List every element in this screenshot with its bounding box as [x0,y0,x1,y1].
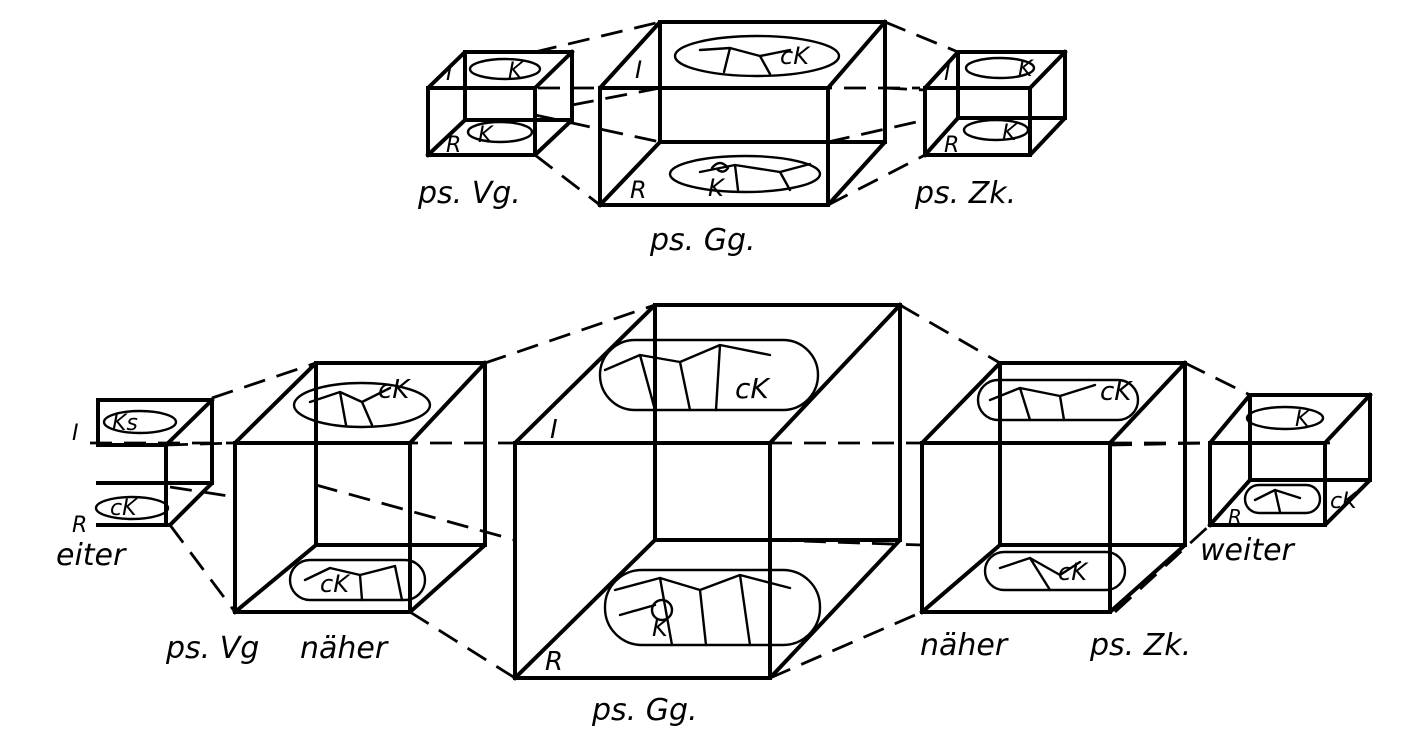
top-left-prism [425,49,575,158]
top-right-label-i: I [944,61,951,86]
bottom-near-right-lower-text: cK [1058,558,1089,586]
bottom-far-right-lower-text: cK [1330,489,1358,514]
top-right-label-r: R [944,133,959,158]
top-row: I R cK K I R K K I R K K ps. Vg. ps. Gg. [417,19,1068,258]
bottom-far-right-label-r: R [1228,505,1242,529]
bottom-connector-lines [90,303,1330,680]
bottom-center-label-r: R [545,647,563,677]
bottom-far-right-upper-text: K [1295,407,1311,432]
top-left-label-i: I [446,61,453,86]
top-right-lower-text: K [1002,121,1018,146]
bottom-center-upper-text: cK [735,372,771,405]
bottom-caption-vg: ps. Vg [165,631,259,666]
bottom-center-lower-text: K [652,614,670,642]
top-right-prism [922,49,1068,158]
bottom-far-left-label-r: R [72,513,87,538]
bottom-caption-gg: ps. Gg. [591,693,698,728]
bottom-near-left-upper-text: cK [378,375,411,405]
top-right-upper-text: K [1018,57,1034,82]
top-center-lower-text: K [708,174,726,202]
top-left-upper-text: K [508,59,524,84]
bottom-center-label-i: I [550,415,558,445]
bottom-near-left-prism [232,360,488,615]
bottom-caption-naher-left: näher [300,631,389,666]
bottom-far-left-label-i: I [72,421,79,446]
bottom-near-right-upper-text: cK [1100,377,1133,407]
top-center-label-r: R [630,176,647,204]
top-caption-vg: ps. Vg. [417,176,521,211]
top-left-label-r: R [446,133,461,158]
bottom-near-left-lower-text: cK [320,570,351,598]
bottom-far-left-prism [94,397,215,527]
bottom-caption-zk: ps. Zk. [1089,628,1191,663]
top-left-lower-text: K [478,123,494,148]
bottom-near-right-prism [919,360,1188,615]
bottom-far-left-lower-text: cK [110,496,138,521]
bottom-caption-far-right: weiter [1200,533,1296,568]
top-caption-gg: ps. Gg. [649,223,756,258]
bottom-far-right-prism [1207,392,1373,528]
top-center-label-i: I [635,56,642,84]
top-center-upper-text: cK [780,42,811,70]
bottom-caption-naher-right: näher [920,628,1009,663]
bottom-far-left-upper-text: Ks [112,411,138,436]
top-caption-zk: ps. Zk. [914,176,1016,211]
bottom-caption-far-left: eiter [56,538,127,573]
bottom-center-prism [512,302,903,681]
top-center-prism [597,19,888,208]
bottom-row: I R cK K cK cK cK cK [56,302,1373,728]
